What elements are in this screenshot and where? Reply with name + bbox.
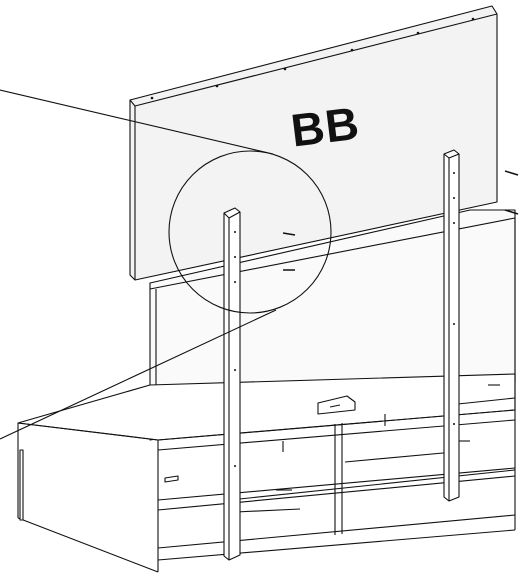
left-post [223, 207, 241, 561]
detail-magnifier [0, 89, 332, 440]
right-post [443, 149, 460, 502]
screw-markers [282, 170, 519, 271]
back-panel-bb [129, 5, 498, 281]
panel-label-bb: BB [288, 96, 363, 157]
tv-stand-base [17, 373, 516, 573]
